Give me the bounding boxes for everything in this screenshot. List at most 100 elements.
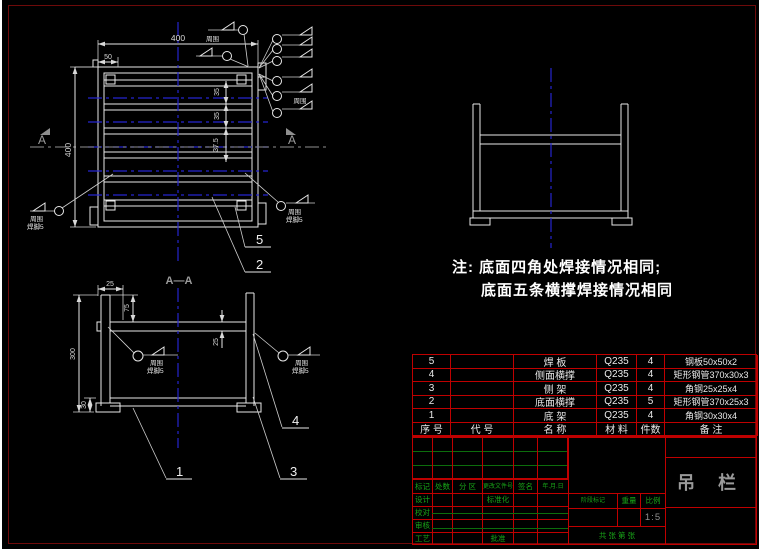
balloon-1: 1	[133, 408, 192, 479]
bom-cell-code	[451, 409, 514, 423]
rev-header-count: 处数	[432, 479, 453, 494]
weld-symbol-top-2	[196, 48, 249, 67]
note-line1: 注: 底面四角处焊接情况相同;	[452, 259, 662, 276]
sig-cell	[513, 493, 538, 507]
weld-br-line1: 周围	[288, 208, 301, 216]
plan-dimensions: 400 50 400 35 35 37.5	[63, 33, 258, 227]
balloon-4: 4	[253, 334, 309, 428]
section-view: A—A 25	[70, 275, 320, 479]
stage-mark-label: 阶段标记	[568, 493, 618, 509]
role-approve: 批准	[482, 532, 514, 545]
weld-symbols-right-stack: 周围	[259, 27, 312, 118]
bom-cell-material: Q235	[597, 355, 637, 369]
weld-bl-line1: 周围	[30, 215, 43, 223]
balloon-2-label: 2	[256, 257, 263, 272]
scale-label: 比例	[640, 493, 666, 509]
weld-symbol-bottom-right: 周围 焊脚5	[245, 173, 315, 224]
weld-section-right-line1: 周围	[295, 359, 308, 367]
bom-header-qty: 件数	[637, 422, 665, 436]
rev-header-date: 年.月.日	[537, 479, 569, 494]
bom-cell-qty: 4	[637, 409, 665, 423]
company-cell	[665, 437, 757, 458]
weld-bl-line2: 焊脚5	[27, 222, 44, 231]
section-title: A—A	[166, 275, 193, 287]
weight-value	[617, 508, 641, 527]
weld-br-line2: 焊脚5	[286, 215, 303, 224]
role-check: 校对	[412, 506, 433, 520]
section-dim-height: 300	[70, 348, 77, 360]
part-title: 吊 栏	[665, 457, 757, 508]
sig-cell	[452, 493, 483, 507]
rev-header-mark: 标记	[412, 479, 433, 494]
weld-symbol-top-1: 周围	[206, 22, 248, 66]
rev-header-sign: 签名	[513, 479, 538, 494]
sig-cell	[513, 519, 538, 533]
sig-cell	[537, 519, 569, 533]
guide-line	[432, 513, 568, 514]
stage-mark-cells	[568, 508, 618, 527]
bom-cell-material: Q235	[597, 368, 637, 382]
plan-dim-space1: 35	[214, 88, 221, 96]
role-design: 设计	[412, 493, 433, 507]
sig-cell	[432, 493, 453, 507]
bom-cell-name: 侧面横撑	[514, 368, 597, 382]
bom-cell-qty: 4	[637, 382, 665, 396]
bom-cell-code	[451, 368, 514, 382]
bom-cell-name: 焊 板	[514, 355, 597, 369]
bom-cell-name: 侧 架	[514, 382, 597, 396]
bom-table: 5 焊 板 Q235 4 钢板50x50x2 4 侧面横撑 Q235 4 矩形钢…	[412, 354, 758, 437]
bom-cell-no: 5	[413, 355, 451, 369]
plan-view: A A 400 50 400 35 35 37	[27, 22, 330, 272]
section-dim-bottom: 30	[81, 401, 88, 409]
plan-dim-width: 400	[171, 33, 185, 43]
bom-cell-no: 4	[413, 368, 451, 382]
sig-cell	[537, 532, 569, 545]
bom-cell-material: Q235	[597, 395, 637, 409]
balloon-4-label: 4	[292, 413, 299, 428]
bom-cell-remark: 矩形钢管370x25x3	[665, 395, 758, 409]
sig-cell	[432, 519, 453, 533]
weld-symbol-section-left: 周围 焊脚5	[108, 327, 178, 375]
bom-header-no: 序 号	[413, 422, 451, 436]
sheets-cell: 共 张 第 张	[568, 526, 666, 545]
window-edge-bottom	[0, 549, 759, 552]
bom-cell-material: Q235	[597, 409, 637, 423]
balloon-1-label: 1	[176, 464, 183, 479]
section-arrow-left	[40, 128, 50, 135]
sig-cell	[452, 519, 483, 533]
scale-value: 1:5	[640, 508, 666, 527]
side-view	[470, 68, 632, 248]
plan-dim-space3: 37.5	[213, 138, 220, 152]
weld-section-right-line2: 焊脚5	[292, 366, 309, 375]
plan-centerlines	[88, 22, 268, 262]
sig-cell	[513, 532, 538, 545]
role-audit: 审核	[412, 519, 433, 533]
window-edge-left	[0, 0, 2, 552]
sig-cell	[482, 519, 514, 533]
bom-cell-code	[451, 355, 514, 369]
weight-label: 重量	[617, 493, 641, 509]
bom-cell-material: Q235	[597, 382, 637, 396]
bom-cell-code	[451, 395, 514, 409]
bom-header-code: 代 号	[451, 422, 514, 436]
plan-dim-corner: 50	[104, 54, 112, 61]
section-letter-right: A	[288, 133, 296, 147]
bom-cell-remark: 角钢25x25x4	[665, 382, 758, 396]
section-dim-rail-top: 75	[124, 304, 131, 312]
guide-line	[432, 528, 568, 529]
section-dimensions: 25 75 300 30 25	[70, 281, 225, 412]
rev-header-zone: 分 区	[452, 479, 483, 494]
section-dim-rail: 25	[213, 338, 220, 346]
drawing-code-cell	[665, 507, 757, 545]
weld-symbol-bottom-left: 周围 焊脚5	[27, 174, 113, 231]
sig-cell	[452, 532, 483, 545]
balloon-2: 2	[212, 197, 271, 272]
drawing-number-cell	[568, 437, 666, 494]
bom-cell-name: 底 架	[514, 409, 597, 423]
weld-label-right: 周围	[294, 97, 307, 105]
bom-cell-qty: 4	[637, 355, 665, 369]
bom-cell-remark: 角钢30x30x4	[665, 409, 758, 423]
bom-header-material: 材 料	[597, 422, 637, 436]
bom-cell-name: 底面横撑	[514, 395, 597, 409]
